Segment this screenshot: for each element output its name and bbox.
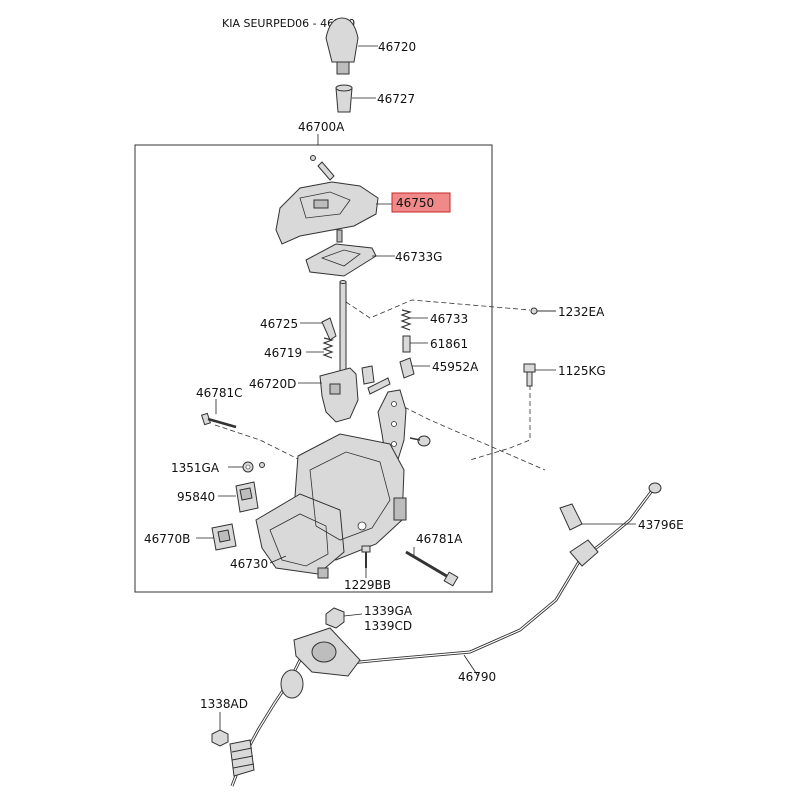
label-1229BB: 1229BB xyxy=(344,578,391,592)
label-46720: 46720 xyxy=(378,40,416,54)
label-46770B: 46770B xyxy=(144,532,190,546)
label-46730: 46730 xyxy=(230,557,268,571)
bolt-1125KG[interactable] xyxy=(523,363,536,387)
dash-1125KG xyxy=(469,385,531,461)
switch-95840[interactable] xyxy=(235,481,259,513)
label-46781A: 46781A xyxy=(416,532,463,546)
nut-1338AD[interactable] xyxy=(211,729,229,747)
bolt-46781C[interactable] xyxy=(200,412,237,429)
label-45952A: 45952A xyxy=(432,360,479,374)
label-46725: 46725 xyxy=(260,317,298,331)
shift-lever-rod[interactable] xyxy=(339,280,347,379)
indicator-plate[interactable] xyxy=(305,229,377,277)
knob-sleeve[interactable] xyxy=(335,84,353,113)
leader-46790 xyxy=(463,654,479,677)
pin-61861[interactable] xyxy=(402,335,411,353)
label-1351GA: 1351GA xyxy=(171,461,220,475)
nut-1339GA[interactable] xyxy=(325,607,345,629)
label-1339CD: 1339CD xyxy=(364,619,412,633)
bolt-46781A[interactable] xyxy=(405,550,459,587)
label-46733: 46733 xyxy=(430,312,468,326)
dash-46781C xyxy=(214,424,301,461)
label-1338AD: 1338AD xyxy=(200,697,248,711)
cable-grommet[interactable] xyxy=(229,627,361,777)
label-43796E: 43796E xyxy=(638,518,684,532)
shift-knob[interactable] xyxy=(325,17,359,75)
indicator-cover[interactable] xyxy=(275,155,379,245)
screw-1229BB[interactable] xyxy=(361,545,371,568)
bracket-46770B[interactable] xyxy=(211,523,237,551)
dash-1232EA xyxy=(345,299,531,319)
lever-pin[interactable] xyxy=(367,377,391,395)
spring-46733[interactable] xyxy=(400,309,413,331)
label-46733G: 46733G xyxy=(395,250,442,264)
screw-1232EA[interactable] xyxy=(530,307,556,315)
shifter-housing[interactable] xyxy=(255,433,407,579)
label-46700A: 46700A xyxy=(298,120,345,134)
dash-43796E xyxy=(389,399,546,471)
label-46727: 46727 xyxy=(377,92,415,106)
label-1232EA: 1232EA xyxy=(558,305,605,319)
highlight-46750[interactable] xyxy=(391,192,451,213)
bushing-45952A[interactable] xyxy=(399,357,415,379)
label-46719: 46719 xyxy=(264,346,302,360)
washer-1351GA[interactable] xyxy=(242,461,265,473)
lever-clip[interactable] xyxy=(361,365,375,385)
assembly-frame xyxy=(134,144,493,593)
leader-1339GA xyxy=(343,613,363,617)
label-46781C: 46781C xyxy=(196,386,243,400)
label-1125KG: 1125KG xyxy=(558,364,606,378)
label-1339GA: 1339GA xyxy=(364,604,413,618)
spring-46719[interactable] xyxy=(322,337,335,359)
lever-bracket[interactable] xyxy=(319,367,359,423)
label-61861: 61861 xyxy=(430,337,468,351)
label-46720D: 46720D xyxy=(249,377,296,391)
label-95840: 95840 xyxy=(177,490,215,504)
leader-46730 xyxy=(269,555,287,564)
detent-pin[interactable] xyxy=(321,317,337,341)
label-46750: 46750 xyxy=(396,196,434,210)
label-46790: 46790 xyxy=(458,670,496,684)
diagram-title: KIA SEURPED06 - 46750 xyxy=(222,17,355,30)
